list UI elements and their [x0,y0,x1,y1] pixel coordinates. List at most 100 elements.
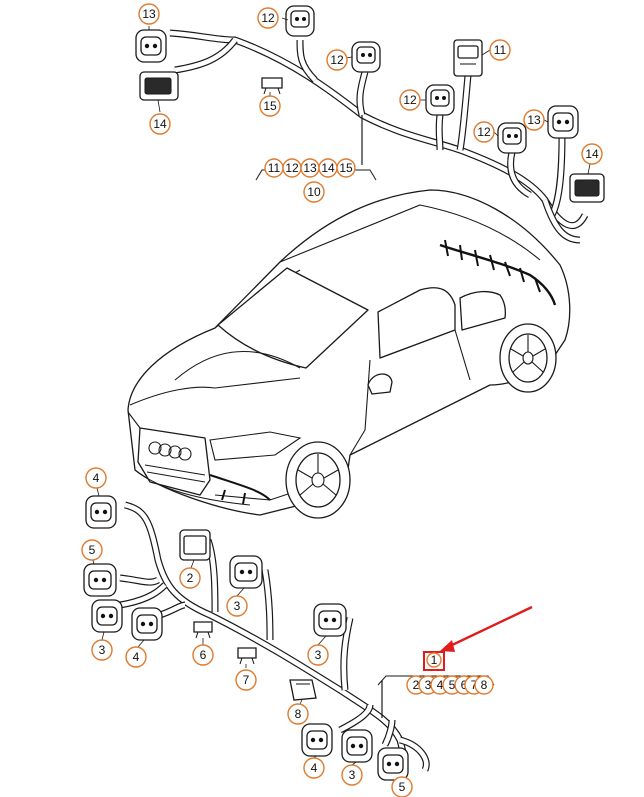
part-number-label: 4 [437,678,444,692]
connector-14-top-left [139,71,179,101]
part-number-label: 2 [187,571,194,585]
part-bubble-b12a: 12 [257,7,279,29]
connector-3-middle [229,555,263,589]
connector-4-left [131,607,163,641]
part-number-label: 4 [311,761,318,775]
part-bubble-b13b: 13 [523,109,545,131]
clip-7 [237,647,257,665]
part-bubble-b3a: 3 [91,639,113,661]
part-bubble-b11a: 11 [489,39,511,61]
front-wheel [285,441,351,519]
part-bubble-g14: 14 [318,158,338,178]
part-bubble-b8: 8 [287,703,309,725]
connector-5-bottom [377,747,409,781]
part-number-label: 8 [481,678,488,692]
upper-connectors [135,5,605,203]
part-number-label: 12 [261,11,275,25]
part-number-label: 2 [413,678,420,692]
part-bubble-b1: 1 [426,652,442,668]
part-bubble-b12d: 12 [473,121,495,143]
part-number-label: 1 [431,653,438,667]
connector-14-right [569,173,605,203]
part-number-label: 11 [494,43,507,57]
upper-wiring-harness [169,29,589,244]
part-bubble-g15: 15 [336,158,356,178]
bracket-8 [289,679,317,701]
connector-3-bottom [341,729,373,763]
part-bubble-b7: 7 [235,669,257,691]
part-bubble-g13: 13 [300,158,320,178]
part-number-label: 5 [399,780,406,794]
connector-4-top-left [85,495,117,529]
clip-6 [193,621,213,639]
connector-2 [179,529,211,561]
connector-12-b [351,41,381,73]
highlight-arrow [423,605,533,671]
part-bubble-b6: 6 [192,644,214,666]
part-number-label: 13 [303,161,317,175]
part-bubble-b14a: 14 [149,113,171,135]
connector-12-d [497,122,527,154]
part-number-label: 14 [153,117,167,131]
part-number-label: 3 [99,643,106,657]
part-bubble-g8: 8 [474,675,494,695]
connector-4-bottom [301,723,333,757]
connector-13-top-left [135,29,167,63]
part-number-label: 7 [471,678,478,692]
part-number-label: 3 [234,599,241,613]
part-bubble-b4b: 4 [125,646,147,668]
part-bubble-b3d: 3 [341,764,363,786]
connector-3-right [313,603,347,637]
part-number-label: 4 [133,650,140,664]
lower-wiring-harness [119,501,430,772]
part-bubble-b15a: 15 [259,95,281,117]
part-number-label: 8 [295,707,302,721]
part-number-label: 4 [93,471,100,485]
part-bubble-b14b: 14 [581,143,603,165]
part-number-label: 10 [307,185,321,199]
clip-15 [261,77,283,95]
connector-13-right [547,105,579,139]
lower-connectors [83,495,409,781]
part-bubble-b12b: 12 [326,49,348,71]
part-number-label: 13 [527,113,541,127]
rear-harness-on-car [439,239,557,306]
part-number-label: 11 [268,161,281,175]
connector-12-c [425,84,455,116]
part-number-label: 12 [285,161,299,175]
part-bubble-b3b: 3 [226,595,248,617]
part-bubble-b2a: 2 [179,567,201,589]
part-bubble-b5b: 5 [391,776,413,797]
car-illustration [127,189,571,519]
rear-wheel [499,323,557,393]
part-bubble-b4c: 4 [303,757,325,779]
part-number-label: 14 [321,161,335,175]
connector-11 [453,39,483,77]
part-number-label: 6 [200,648,207,662]
part-number-label: 5 [89,543,96,557]
part-number-label: 5 [449,678,456,692]
part-number-label: 15 [339,161,353,175]
leader-lines [91,17,591,781]
part-number-label: 3 [425,678,432,692]
part-bubble-g12: 12 [282,158,302,178]
part-number-label: 13 [142,7,156,21]
part-number-label: 15 [263,99,277,113]
part-number-label: 7 [243,673,250,687]
connector-5-top [83,563,117,597]
part-bubble-g11: 11 [264,158,284,178]
grille-rings [148,441,192,461]
part-bubble-b10: 10 [303,181,325,203]
part-bubble-b12c: 12 [399,89,421,111]
part-bubble-b5a: 5 [81,539,103,561]
part-number-label: 3 [349,768,356,782]
part-number-label: 14 [585,147,599,161]
part-number-label: 12 [330,53,344,67]
part-number-label: 6 [461,678,468,692]
connector-3-left [91,599,123,633]
connector-12-a [285,5,315,37]
part-number-label: 12 [403,93,417,107]
